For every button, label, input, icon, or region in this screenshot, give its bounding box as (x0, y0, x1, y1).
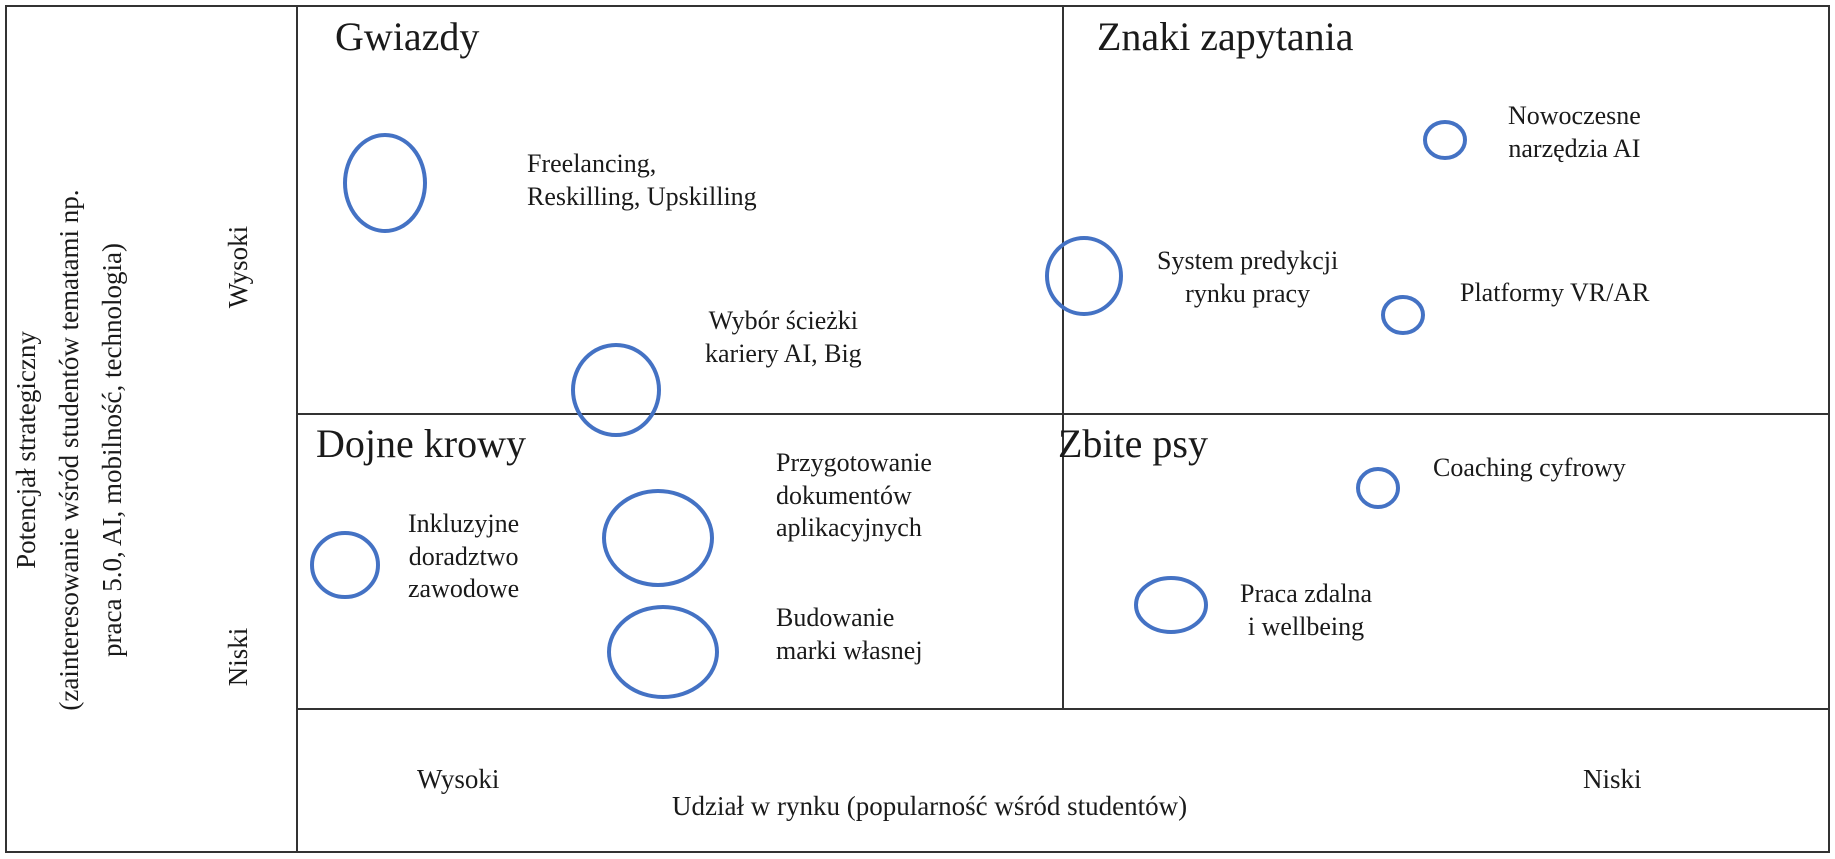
bubble-career-path (571, 343, 661, 437)
item-label-line: marki własnej (776, 635, 923, 665)
item-label-line: System predykcji (1157, 246, 1339, 275)
x-axis-row-divider (296, 708, 1830, 710)
item-label-line: Przygotowanie (776, 448, 932, 477)
outer-border-top (5, 5, 1830, 7)
item-label-line: Praca zdalna (1240, 579, 1373, 608)
x-axis-low: Niski (1583, 764, 1642, 794)
quadrant-horizontal-divider (296, 413, 1830, 415)
bubble-documents (602, 489, 714, 587)
item-label-line: zawodowe (408, 574, 520, 603)
item-label-digital-coaching: Coaching cyfrowy (1433, 452, 1626, 485)
quadrant-title-dogs: Zbite psy (1058, 421, 1208, 466)
outer-border-right (1828, 5, 1830, 853)
outer-border-bottom (5, 851, 1830, 853)
item-label-line: aplikacyjnych (776, 513, 922, 542)
item-label-remote-work: Praca zdalna i wellbeing (1240, 578, 1372, 643)
bubble-ai-tools (1423, 120, 1467, 160)
bubble-freelancing (343, 133, 427, 233)
quadrant-title-cash-cows: Dojne krowy (316, 421, 526, 466)
item-label-documents: Przygotowanie dokumentów aplikacyjnych (776, 447, 932, 545)
bubble-personal-brand (607, 605, 719, 699)
item-label-vr-ar: Platformy VR/AR (1460, 277, 1649, 310)
item-label-personal-brand: Budowanie marki własnej (776, 602, 923, 667)
x-axis-high: Wysoki (417, 764, 500, 794)
bubble-inclusive-counseling (310, 531, 380, 599)
item-label-prediction-system: System predykcji rynku pracy (1157, 245, 1338, 310)
item-label-inclusive-counseling: Inkluzyjne doradztwo zawodowe (408, 508, 519, 606)
item-label-line: Wybór ścieżki (708, 306, 858, 335)
item-label-line: doradztwo (408, 541, 519, 571)
item-label-line: Coaching cyfrowy (1433, 453, 1626, 482)
y-axis-column-divider (296, 5, 298, 853)
item-label-freelancing: Freelancing, Reskilling, Upskilling (527, 148, 757, 213)
bubble-digital-coaching (1356, 467, 1400, 509)
item-label-line: Reskilling, Upskilling (527, 181, 757, 211)
item-label-career-path: Wybór ścieżki kariery AI, Big (705, 305, 862, 370)
quadrant-title-stars: Gwiazdy (335, 14, 480, 59)
bubble-remote-work (1134, 576, 1208, 634)
bubble-prediction-system (1045, 236, 1123, 316)
item-label-line: Budowanie (776, 603, 895, 632)
item-label-line: narzędzia AI (1508, 133, 1641, 163)
item-label-line: Platformy VR/AR (1460, 278, 1650, 307)
item-label-line: rynku pracy (1185, 278, 1311, 308)
x-axis-label: Udział w rynku (popularność wśród studen… (672, 791, 1188, 821)
item-label-line: Nowoczesne (1508, 101, 1641, 130)
quadrant-vertical-divider (1062, 5, 1064, 710)
quadrant-title-question-marks: Znaki zapytania (1097, 14, 1354, 59)
item-label-line: kariery AI, Big (705, 338, 862, 368)
bubble-vr-ar (1381, 295, 1425, 335)
item-label-line: dokumentów (776, 480, 912, 510)
item-label-line: Inkluzyjne (408, 509, 520, 538)
outer-border-left (5, 5, 7, 853)
item-label-line: i wellbeing (1247, 611, 1365, 641)
item-label-ai-tools: Nowoczesne narzędzia AI (1508, 100, 1641, 165)
item-label-line: Freelancing, (527, 149, 657, 178)
